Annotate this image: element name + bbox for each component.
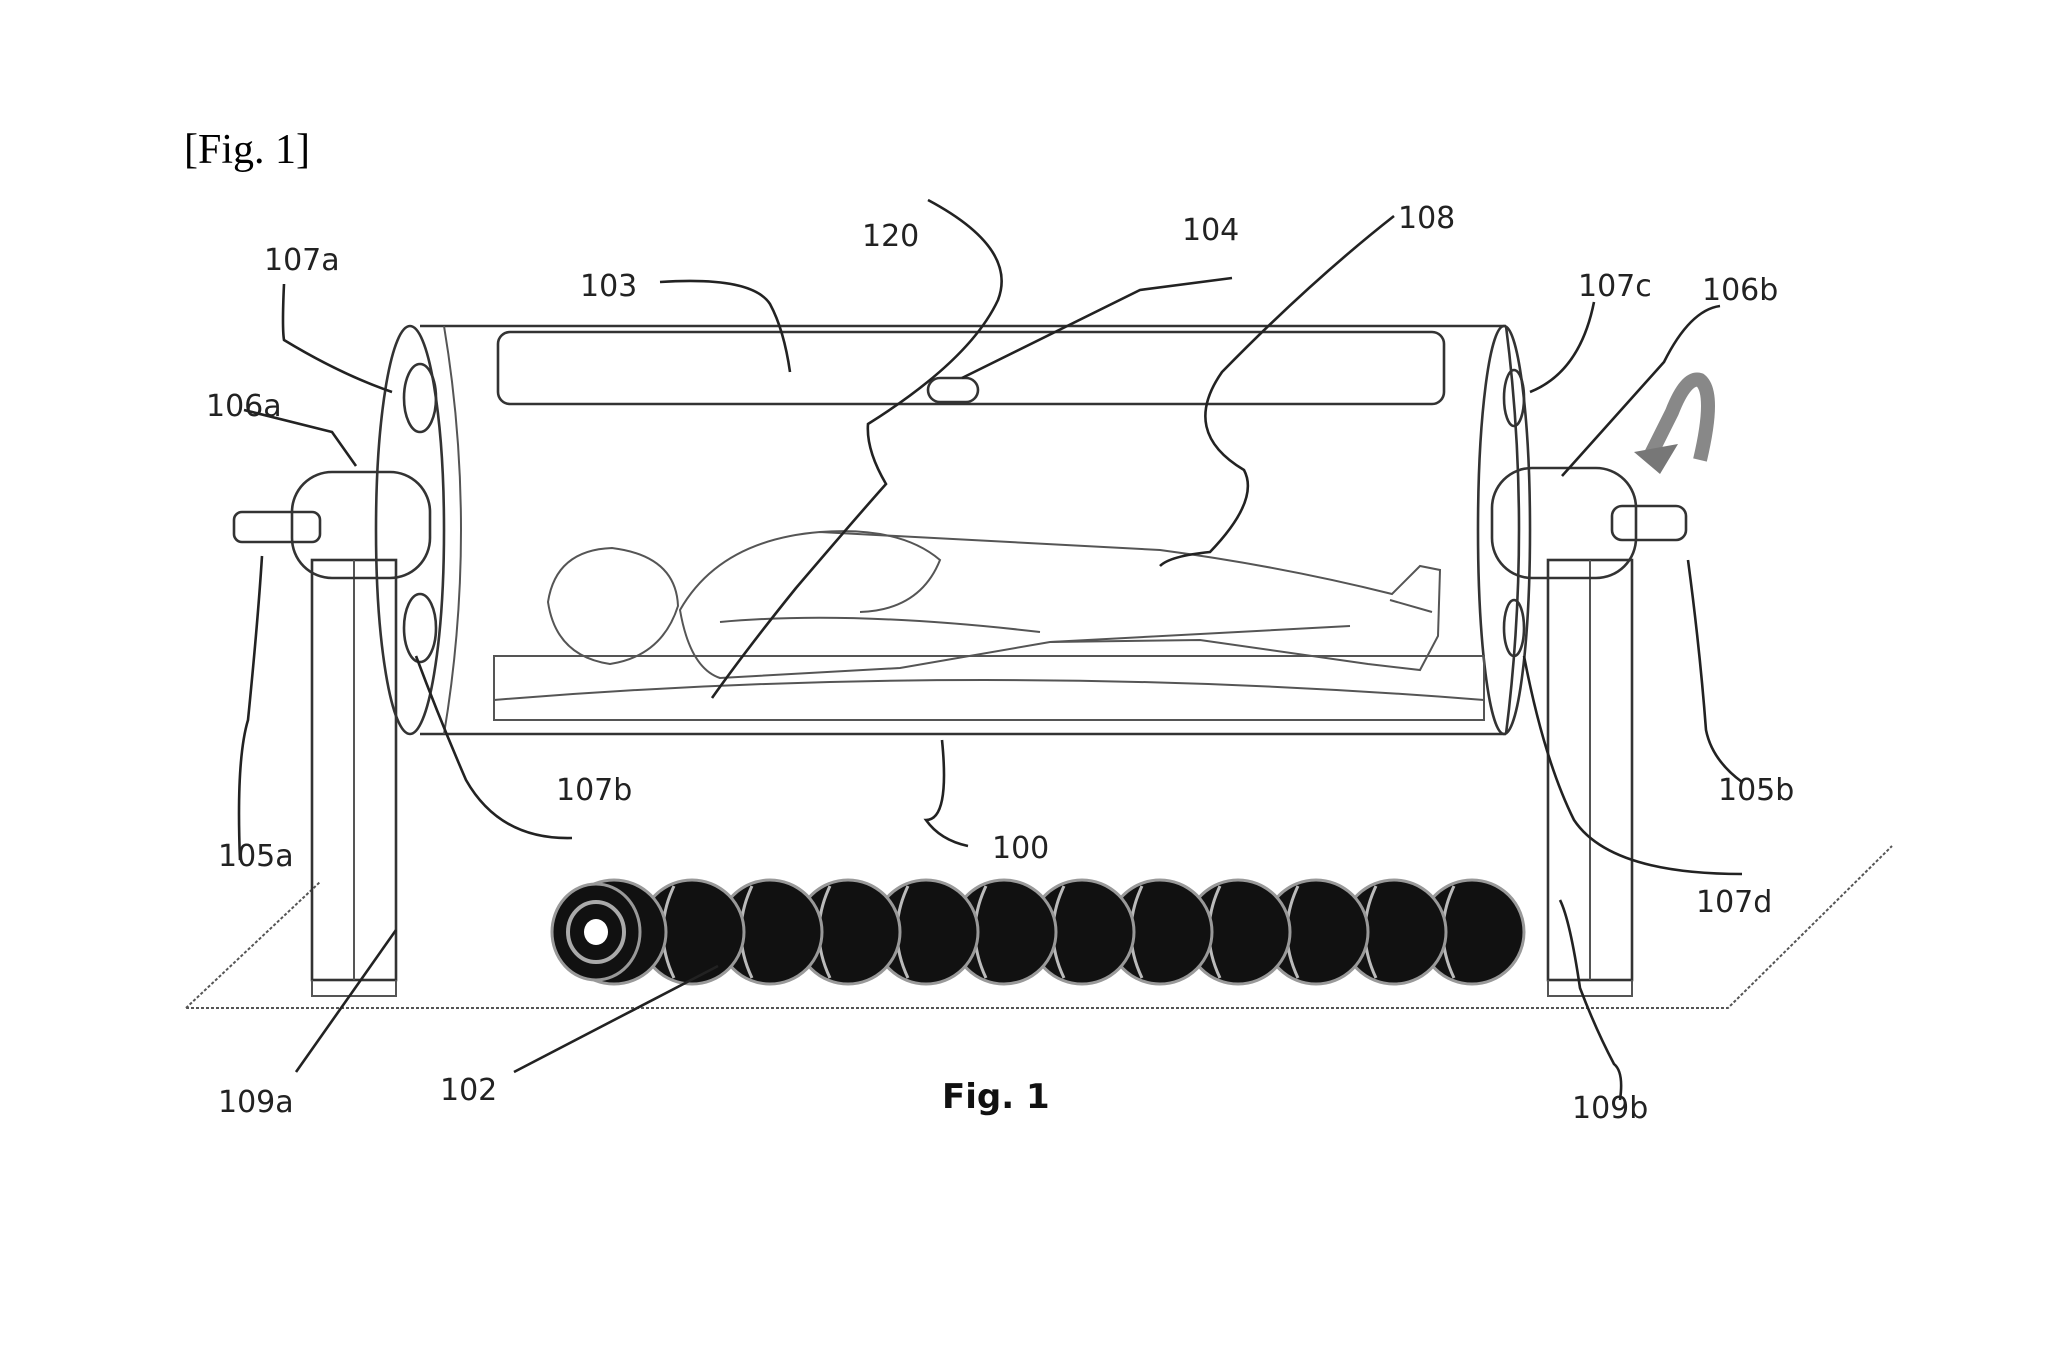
leader-106a	[243, 408, 358, 467]
magnet-center-hole	[584, 919, 608, 945]
label-107c: 107c	[1578, 269, 1652, 304]
label-109b: 109b	[1572, 1091, 1648, 1126]
port-107d	[1502, 598, 1526, 658]
left-support-stand	[310, 558, 398, 997]
leader-108	[1159, 214, 1395, 567]
leader-103	[659, 279, 792, 373]
sensor-104	[926, 376, 980, 404]
label-106b: 106b	[1702, 273, 1778, 308]
magnet-ring	[566, 900, 626, 964]
figure-caption: Fig. 1	[942, 1077, 1050, 1117]
port-107c	[1502, 368, 1526, 428]
label-107d: 107d	[1696, 885, 1772, 920]
label-109a: 109a	[218, 1085, 294, 1120]
label-120: 120	[862, 219, 919, 254]
figure-header: [Fig. 1]	[184, 127, 310, 173]
port-107b	[402, 592, 438, 664]
leader-102	[513, 964, 719, 1074]
leader-106b	[1561, 304, 1721, 477]
patient-figure	[546, 530, 1442, 680]
rotation-arrow-icon	[1634, 372, 1715, 474]
leader-105a	[237, 555, 264, 861]
label-100: 100	[992, 831, 1049, 866]
label-103: 103	[580, 269, 637, 304]
label-107a: 107a	[264, 243, 340, 278]
patient-bed	[493, 655, 1485, 721]
leader-107d	[1522, 655, 1743, 876]
port-107a	[402, 362, 438, 434]
floor-plane	[185, 845, 1893, 1009]
leader-109b	[1558, 899, 1623, 1101]
label-105a: 105a	[218, 839, 294, 874]
leader-109a	[294, 929, 398, 1073]
label-108: 108	[1398, 201, 1455, 236]
left-axle	[232, 470, 432, 580]
leader-lines	[237, 198, 1743, 1101]
leader-104	[961, 276, 1233, 380]
leader-120	[710, 198, 1003, 699]
leader-107c	[1529, 301, 1596, 394]
label-105b: 105b	[1718, 773, 1794, 808]
leader-107a	[281, 283, 393, 394]
label-102: 102	[440, 1073, 497, 1108]
leader-105b	[1686, 559, 1743, 784]
label-107b: 107b	[556, 773, 632, 808]
chamber-window	[496, 330, 1446, 406]
right-support-stand	[1546, 558, 1634, 997]
rotating-chamber	[374, 324, 1532, 736]
leader-100	[923, 739, 969, 848]
label-106a: 106a	[206, 389, 282, 424]
leader-107b	[414, 655, 573, 840]
label-104: 104	[1182, 213, 1239, 248]
magnet-array	[550, 878, 1526, 986]
right-axle	[1490, 466, 1688, 580]
